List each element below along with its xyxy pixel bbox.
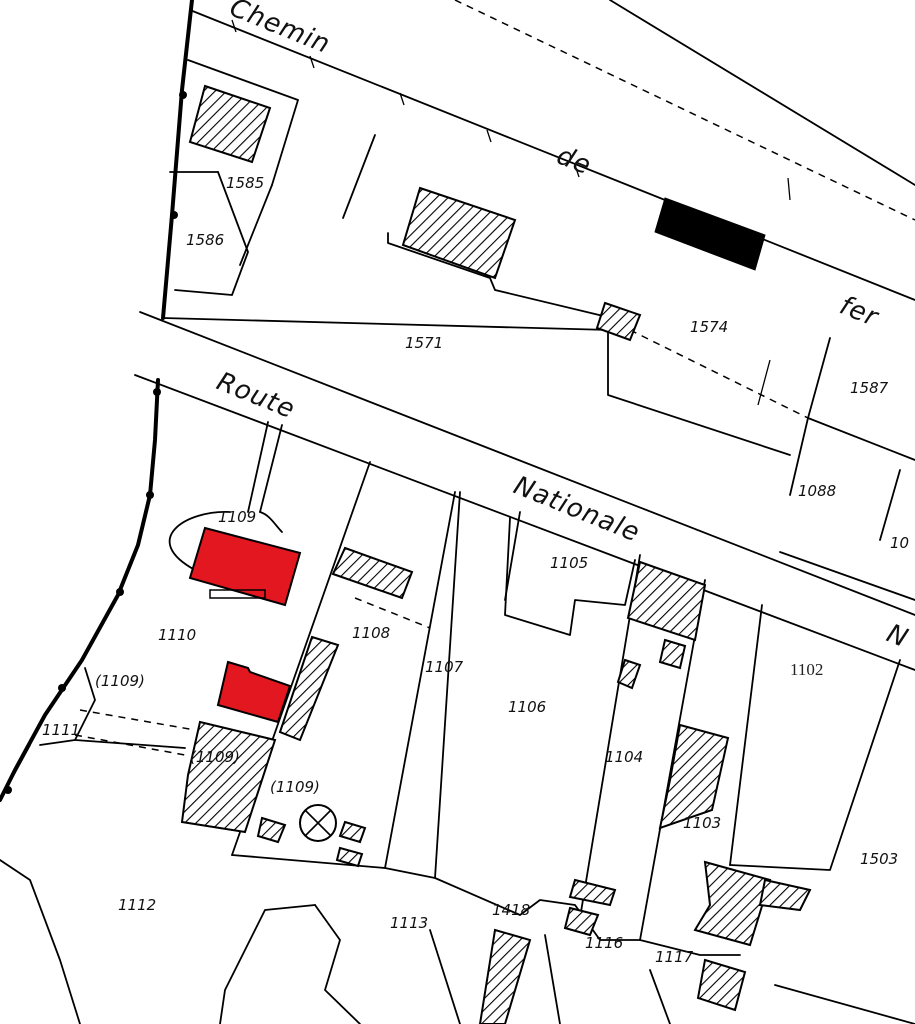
highlighted-building-1110 [216, 660, 292, 724]
street-name-fer: fer [835, 291, 883, 334]
parcel-1104: 1104 [605, 748, 643, 766]
railway [189, 0, 915, 301]
parcel-1574: 1574 [690, 318, 728, 336]
highlighted-buildings [188, 526, 302, 724]
parcel-1110: 1110 [158, 626, 196, 644]
parcel-1109: 1109 [218, 508, 256, 526]
parcel-1418: 1418 [492, 901, 530, 919]
parcel-1102: 1102 [790, 660, 823, 679]
parcel-1585: 1585 [226, 174, 264, 192]
parcel-1109-c: (1109) [270, 778, 320, 796]
parcel-lines-south [0, 421, 915, 1024]
buildings [180, 84, 812, 1024]
parcel-1105: 1105 [550, 554, 588, 572]
parcel-1587: 1587 [850, 379, 889, 397]
parcel-1088: 1088 [798, 482, 836, 500]
parcel-1112: 1112 [118, 896, 156, 914]
parcel-10: 10 [890, 534, 909, 552]
parcel-1571: 1571 [405, 334, 443, 352]
parcel-1109-b: (1109) [190, 748, 240, 766]
parcel-1108: 1108 [352, 624, 390, 642]
parcel-1103: 1103 [683, 814, 721, 832]
street-name-route: Route [212, 367, 299, 425]
parcel-1111: 1111 [42, 721, 80, 739]
parcel-1503: 1503 [860, 850, 898, 868]
parcel-1109-a: (1109) [95, 672, 145, 690]
highlighted-building-1109 [188, 526, 302, 607]
parcel-1116: 1116 [585, 934, 623, 952]
street-name-de: de [552, 141, 595, 182]
parcel-1106: 1106 [508, 698, 546, 716]
parcel-1113: 1113 [390, 914, 428, 932]
parcel-1586: 1586 [186, 231, 224, 249]
street-name-n: N [882, 619, 912, 654]
municipal-boundary [0, 0, 194, 802]
parcel-1107: 1107 [425, 658, 464, 676]
route-nationale [134, 311, 915, 671]
parcel-1117: 1117 [655, 948, 694, 966]
parcel-lines-north [169, 59, 915, 541]
